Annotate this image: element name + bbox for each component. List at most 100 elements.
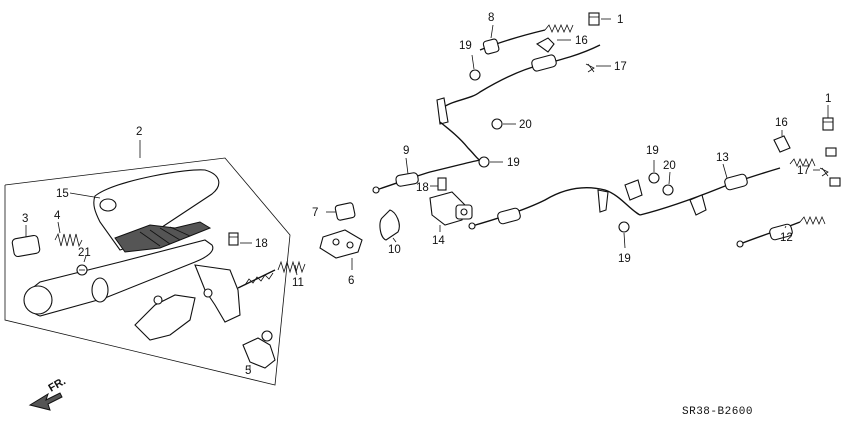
callout-1-right: 1	[825, 93, 831, 105]
brake-switch	[242, 337, 276, 369]
cable-13-hook	[825, 147, 837, 157]
cable-13-end	[724, 173, 748, 191]
callout-6: 6	[348, 275, 354, 287]
leader-20b	[668, 171, 671, 185]
cable-9-end	[395, 172, 419, 187]
cable-13	[639, 167, 781, 216]
cable-upper-route	[439, 44, 601, 111]
leader-11	[294, 264, 298, 276]
bolt-1-right	[822, 117, 834, 131]
equalizer	[319, 229, 363, 259]
clip-17-upper	[585, 63, 595, 73]
callout-15: 15	[56, 188, 69, 200]
callout-21: 21	[78, 247, 91, 259]
callout-19-b: 19	[507, 157, 520, 169]
lever-grip-collar	[91, 277, 109, 303]
leader-19c	[623, 232, 626, 249]
leader-9	[405, 157, 409, 175]
leader-10	[392, 237, 397, 243]
callout-18-lower: 18	[255, 238, 268, 250]
callout-20-b: 20	[663, 160, 676, 172]
leader-19a	[471, 54, 475, 70]
bolt-20a	[491, 118, 503, 130]
cable-8-end	[482, 38, 500, 55]
leader-21	[83, 255, 87, 263]
upper-cable-group	[372, 12, 611, 232]
callout-1-upper: 1	[617, 14, 623, 26]
bolt-20b	[662, 184, 674, 196]
release-spring	[54, 232, 83, 248]
front-direction-indicator	[28, 392, 63, 411]
lever-bracket	[134, 294, 196, 341]
callout-17-upper: 17	[614, 61, 627, 73]
callout-19-d: 19	[646, 145, 659, 157]
lever-ratchet	[194, 264, 241, 323]
callout-2: 2	[136, 126, 142, 138]
callout-5: 5	[245, 365, 251, 377]
cable-13-bracket2	[624, 179, 643, 201]
collar	[334, 202, 356, 221]
cable-12-hook	[829, 177, 841, 187]
cable-lower-end-a	[497, 207, 521, 225]
leader-13	[722, 163, 728, 179]
boot	[379, 209, 400, 241]
cable-12-end	[769, 223, 793, 241]
callout-19-a: 19	[459, 40, 472, 52]
leader-12	[784, 225, 787, 229]
bolt-1-upper	[588, 12, 600, 26]
cable-13-spring	[789, 157, 816, 168]
lever-assembly-outline	[4, 157, 291, 386]
equalizer-group	[277, 202, 400, 276]
bolt-18-lower	[228, 232, 239, 246]
callout-19-c: 19	[618, 253, 631, 265]
bolt-18-upper	[437, 177, 447, 191]
cable-9-route	[439, 121, 481, 161]
callout-16-upper: 16	[575, 35, 588, 47]
adjusting-spring	[277, 260, 306, 274]
cable-12-spring	[799, 215, 826, 226]
lever-cover	[93, 169, 220, 251]
cable-8-spring	[544, 23, 574, 34]
release-knob	[11, 234, 41, 258]
bolt-19d	[648, 172, 660, 184]
callout-8: 8	[488, 12, 494, 24]
callout-16-right: 16	[775, 117, 788, 129]
cable-upper-bracket	[436, 97, 449, 125]
leader-8	[490, 24, 494, 39]
leader-4	[57, 221, 61, 234]
lever-grip-end	[23, 285, 53, 315]
callout-7: 7	[312, 207, 318, 219]
cable-13-bracket	[689, 194, 707, 216]
callout-10: 10	[388, 244, 401, 256]
cable-upper-end	[531, 54, 557, 72]
callout-9: 9	[403, 145, 409, 157]
callout-3: 3	[22, 213, 28, 225]
lever-rod	[237, 269, 276, 289]
callout-17-right: 17	[797, 165, 810, 177]
lower-cable-group	[468, 105, 841, 249]
callout-13: 13	[716, 152, 729, 164]
callout-labels: 1 1 2 3 4 5 6 7 8 9 10 11 12 13 14 15 16…	[22, 12, 831, 418]
clip-16-right	[773, 135, 791, 153]
callout-4: 4	[54, 210, 61, 222]
bolt-19a	[469, 69, 481, 81]
callout-12: 12	[780, 232, 793, 244]
cable-lower-bracket	[597, 189, 609, 213]
bolt-19b	[478, 156, 490, 168]
lever-cover-opening	[99, 198, 117, 212]
front-direction-label: FR.	[47, 375, 68, 394]
diagram-code: SR38-B2600	[682, 406, 753, 418]
bolt-19c	[618, 221, 630, 233]
lever-rod-thread	[244, 272, 274, 286]
callout-14: 14	[432, 235, 445, 247]
clip-17-right	[819, 167, 829, 177]
callout-11: 11	[292, 277, 304, 289]
front-arrow-icon	[28, 392, 63, 411]
callout-20-a: 20	[519, 119, 532, 131]
callout-18-upper: 18	[416, 182, 429, 194]
lever-assembly-group	[4, 140, 291, 386]
leader-15	[69, 192, 101, 199]
cable-9	[375, 159, 481, 191]
clip-16-upper	[535, 37, 555, 53]
